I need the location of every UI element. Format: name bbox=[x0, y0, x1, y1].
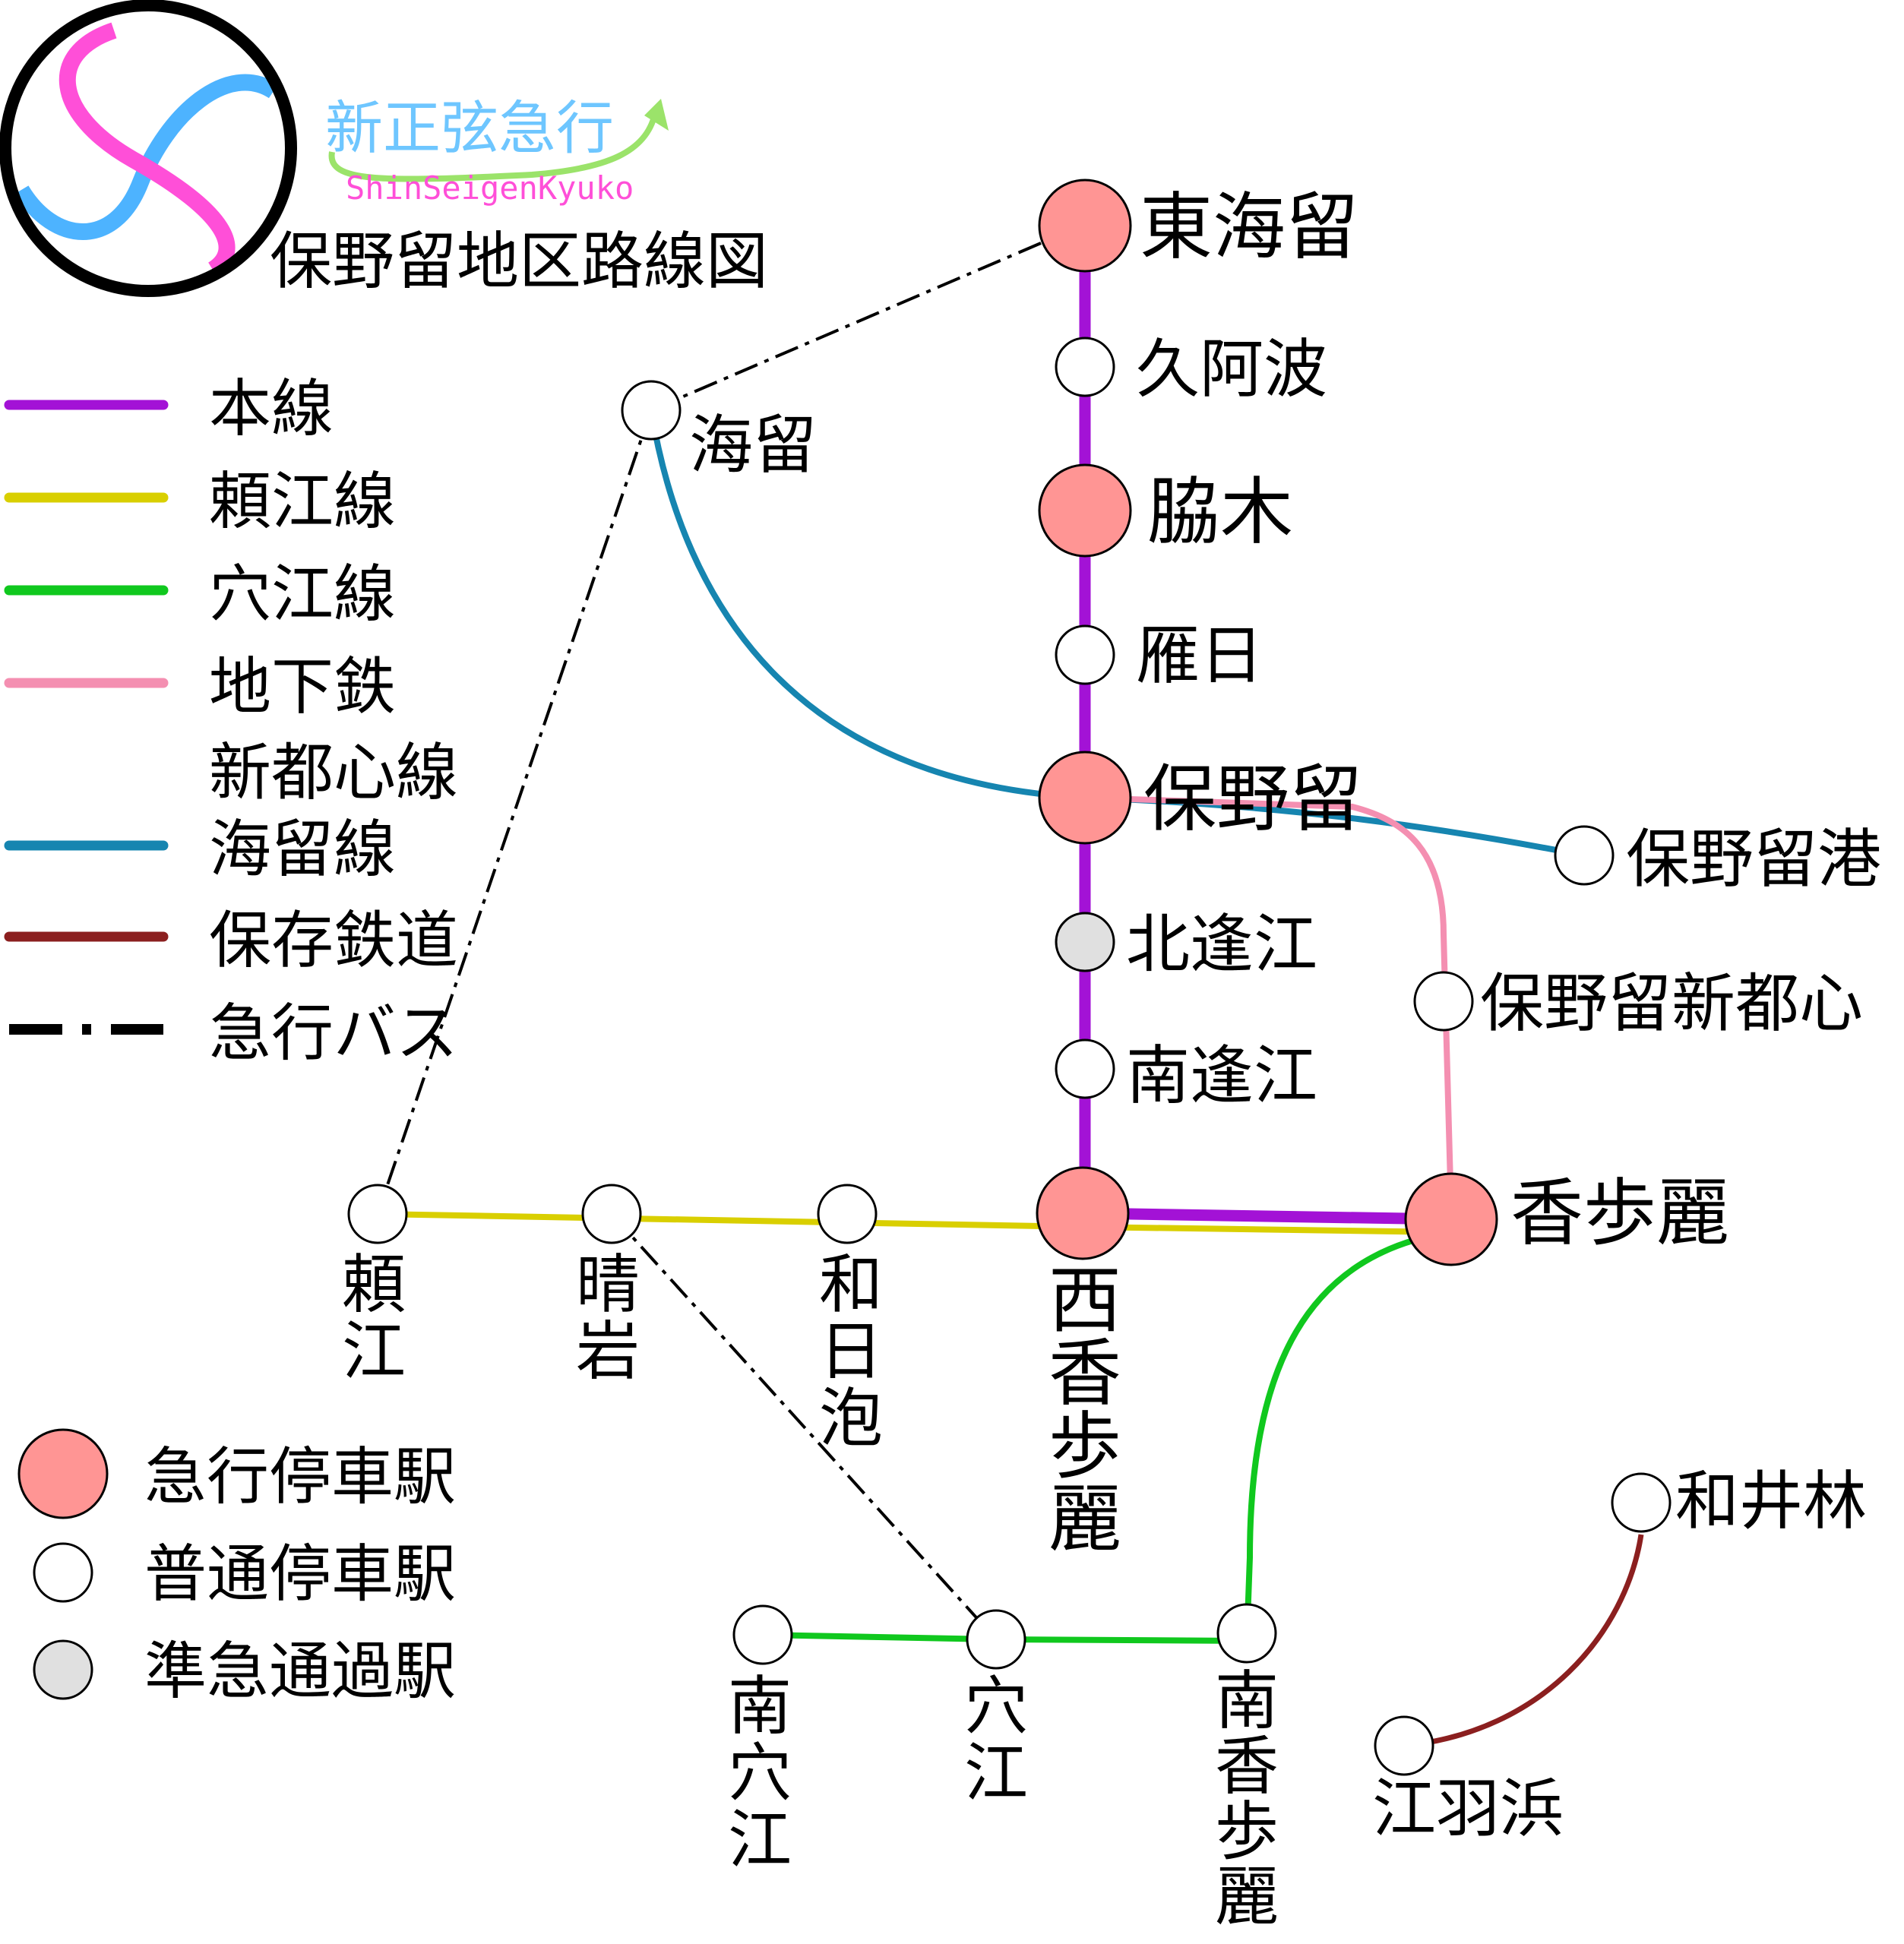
anae-line bbox=[762, 1229, 1452, 1645]
station-marker-ehahama[interactable] bbox=[1374, 1715, 1434, 1776]
station-marker-anae[interactable] bbox=[966, 1609, 1026, 1670]
station-marker-kita-houe[interactable] bbox=[1055, 912, 1115, 972]
station-label-char: 南 bbox=[1215, 1664, 1279, 1738]
station-marker-kyouki[interactable] bbox=[1038, 463, 1132, 558]
legend-stops: 急行停車駅 普通停車駅 準急通過駅 bbox=[17, 1428, 456, 1708]
station-label-char: 江 bbox=[728, 1803, 792, 1877]
station-label-kairu: 海留 bbox=[689, 408, 817, 482]
station-label-char: 江 bbox=[964, 1736, 1028, 1810]
brand-arrow-head-icon bbox=[644, 99, 669, 131]
station-marker-kairu[interactable] bbox=[621, 380, 682, 441]
station-marker-yorie[interactable] bbox=[347, 1184, 408, 1244]
legend-label-local: 普通停車駅 bbox=[144, 1538, 456, 1611]
station-label-char: 西 bbox=[1048, 1258, 1121, 1343]
station-label-kuahami: 久阿波 bbox=[1136, 332, 1327, 406]
station-label-honoru: 保野留 bbox=[1143, 757, 1362, 842]
logo-ring bbox=[0, 0, 297, 297]
station-label-kaburei: 香歩麗 bbox=[1510, 1171, 1729, 1256]
station-label-wabiho: 和日泡 bbox=[819, 1247, 883, 1456]
legend-label-heritage: 保存鉄道 bbox=[209, 905, 458, 977]
brand-arrow-icon bbox=[328, 112, 658, 182]
legend-label-subway-l2: 新都心線 bbox=[209, 737, 458, 809]
local-stations bbox=[347, 337, 1672, 1776]
map-title: 保野留地区路線図 bbox=[270, 226, 768, 298]
station-label-char: 日 bbox=[819, 1314, 883, 1389]
station-label-ehahama: 江羽浜 bbox=[1372, 1772, 1564, 1846]
legend-label-anae: 穴江線 bbox=[209, 558, 396, 631]
station-label-honoru-port: 保野留港 bbox=[1626, 822, 1881, 896]
station-label-waibayashi: 和井林 bbox=[1675, 1464, 1867, 1538]
station-label-kita-houe: 北逢江 bbox=[1126, 907, 1317, 981]
logo-blue-curve bbox=[14, 74, 279, 240]
heritage-line bbox=[1403, 1534, 1644, 1749]
station-marker-kuahami[interactable] bbox=[1055, 337, 1115, 397]
brand-name-ja: 新正弦急行 bbox=[325, 94, 614, 162]
station-label-minami-kaburei: 南香歩麗 bbox=[1215, 1664, 1279, 1934]
station-marker-higashi-kairu[interactable] bbox=[1038, 179, 1132, 273]
station-label-char: 泡 bbox=[819, 1381, 883, 1456]
station-label-honoru-shintoshin: 保野留新都心 bbox=[1480, 966, 1863, 1041]
station-label-char: 頼 bbox=[342, 1247, 406, 1322]
station-label-char: 香 bbox=[1048, 1331, 1121, 1416]
station-marker-seigan[interactable] bbox=[581, 1184, 642, 1244]
station-marker-honoru-port[interactable] bbox=[1554, 825, 1615, 886]
station-marker-minami-kaburei[interactable] bbox=[1216, 1603, 1277, 1664]
station-marker-wabiho[interactable] bbox=[817, 1184, 878, 1244]
station-label-char: 南 bbox=[728, 1669, 792, 1743]
station-label-char: 穴 bbox=[728, 1736, 792, 1810]
brand-wordmark: 新正弦急行 ShinSeigenKyuko bbox=[325, 94, 669, 207]
station-marker-honoru-shintoshin[interactable] bbox=[1413, 971, 1474, 1032]
station-label-anae: 穴江 bbox=[964, 1669, 1028, 1810]
station-label-kyouki: 脇木 bbox=[1147, 469, 1293, 555]
bus-route-lower bbox=[610, 1212, 998, 1641]
station-marker-nishi-kaburei[interactable] bbox=[1036, 1166, 1130, 1260]
station-marker-minami-houe[interactable] bbox=[1055, 1038, 1115, 1099]
station-marker-ganbi[interactable] bbox=[1055, 624, 1115, 685]
legend-label-bus: 急行バス bbox=[209, 997, 458, 1070]
station-marker-waibayashi[interactable] bbox=[1611, 1472, 1672, 1533]
station-label-char: 江 bbox=[342, 1314, 406, 1389]
bus-route-left bbox=[376, 409, 653, 1215]
legend-label-kairu: 海留線 bbox=[209, 814, 396, 886]
station-label-char: 岩 bbox=[576, 1314, 640, 1389]
legend-label-pass: 準急通過駅 bbox=[144, 1636, 456, 1708]
subway-line bbox=[1084, 795, 1454, 1212]
legend-marker-local bbox=[33, 1542, 93, 1603]
station-label-ganbi: 雁日 bbox=[1136, 618, 1264, 693]
legend-label-subway: 地下鉄 新都心線 bbox=[209, 651, 458, 809]
station-label-char: 歩 bbox=[1048, 1404, 1121, 1489]
legend-lines: 本線 頼江線 穴江線 地下鉄 新都心線 海留線 保存鉄道 急行バス bbox=[4, 373, 458, 1070]
bus-route-upper bbox=[650, 242, 1042, 412]
company-logo bbox=[0, 0, 297, 297]
legend-label-main: 本線 bbox=[209, 373, 334, 445]
station-label-higashi-kairu: 東海留 bbox=[1140, 185, 1358, 270]
station-label-char: 麗 bbox=[1048, 1477, 1121, 1562]
station-label-minami-anae: 南穴江 bbox=[728, 1669, 792, 1877]
station-label-char: 香 bbox=[1215, 1729, 1279, 1803]
express-stations bbox=[1036, 179, 1498, 1266]
station-marker-minami-anae[interactable] bbox=[732, 1604, 793, 1665]
legend-label-yorie: 頼江線 bbox=[209, 466, 396, 538]
station-label-char: 麗 bbox=[1215, 1860, 1279, 1934]
station-label-yorie: 頼江 bbox=[342, 1247, 406, 1389]
legend-label-express: 急行停車駅 bbox=[144, 1441, 456, 1513]
station-label-char: 晴 bbox=[576, 1247, 640, 1322]
station-label-char: 和 bbox=[819, 1247, 883, 1322]
station-label-char: 穴 bbox=[964, 1669, 1028, 1743]
legend-marker-express bbox=[17, 1428, 109, 1519]
station-label-char: 歩 bbox=[1215, 1794, 1279, 1869]
legend-marker-pass bbox=[33, 1639, 93, 1700]
station-label-minami-houe: 南逢江 bbox=[1126, 1038, 1317, 1113]
station-marker-honoru[interactable] bbox=[1038, 751, 1132, 845]
brand-name-en: ShinSeigenKyuko bbox=[346, 169, 634, 207]
station-marker-kaburei[interactable] bbox=[1404, 1172, 1498, 1266]
logo-pink-curve bbox=[59, 22, 236, 277]
station-label-nishi-kaburei: 西香歩麗 bbox=[1048, 1258, 1121, 1562]
station-label-seigan: 晴岩 bbox=[576, 1247, 640, 1389]
legend-label-subway-l1: 地下鉄 bbox=[209, 651, 396, 723]
